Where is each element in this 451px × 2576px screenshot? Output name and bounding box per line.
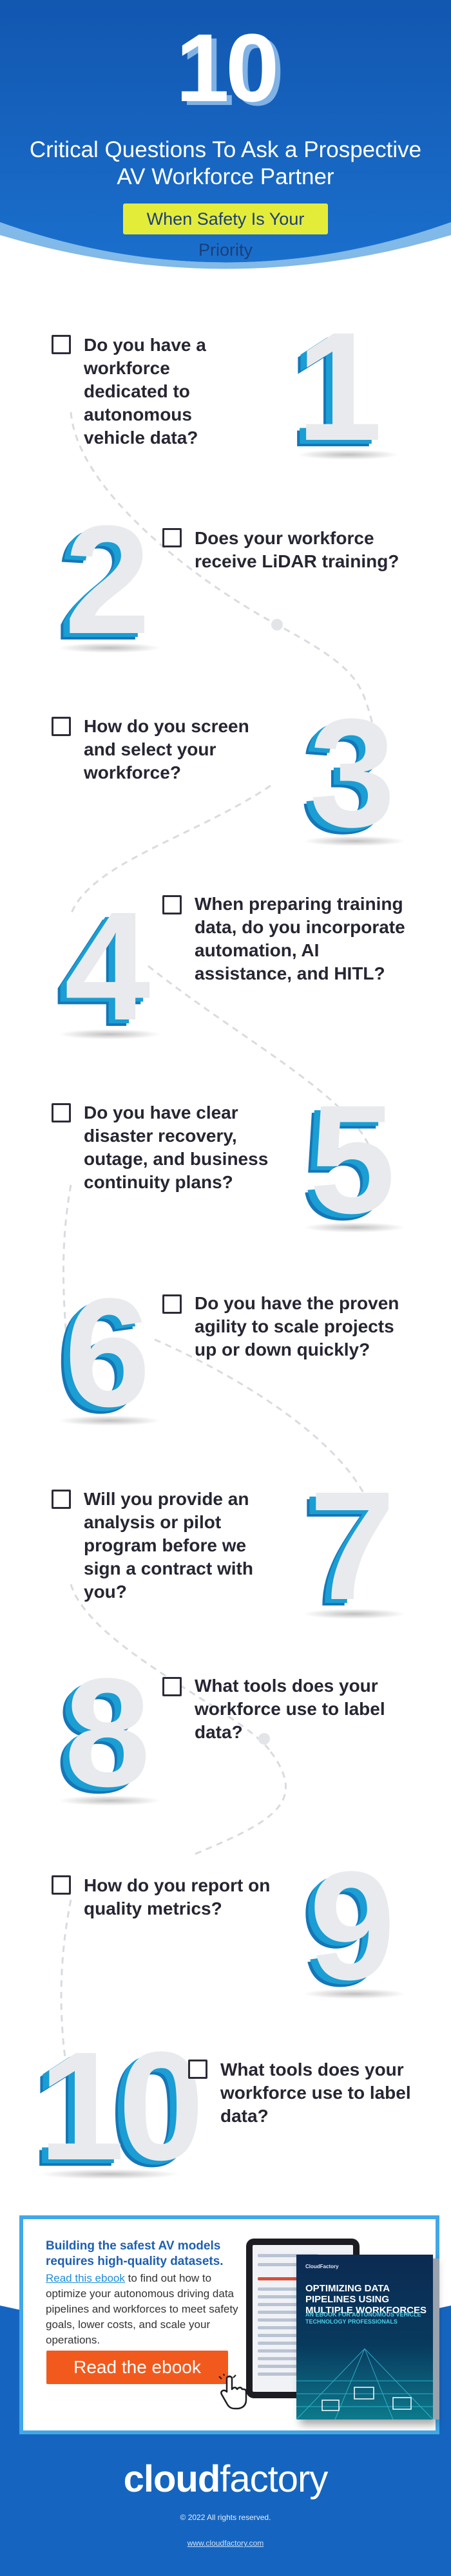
question-number: 5 (309, 1073, 396, 1245)
number-shadow (58, 1029, 161, 1039)
header-background (0, 0, 451, 269)
ebook-cover-title: OPTIMIZING DATA PIPELINES USING MULTIPLE… (305, 2283, 427, 2316)
logo-text-bold: cloud (123, 2458, 221, 2500)
question-8: 8 What tools does your workforce use to … (0, 1655, 451, 1816)
question-checkbox[interactable] (52, 1103, 71, 1122)
cloudfactory-logo: cloudfactory (0, 2457, 451, 2502)
number-shadow (58, 1795, 161, 1806)
ebook-description: Read this ebook to find out how to optim… (46, 2271, 252, 2348)
question-text: When preparing training data, do you inc… (195, 894, 405, 983)
question-4: 4 When preparing training data, do you i… (0, 889, 451, 1050)
question-text: Does your workforce receive LiDAR traini… (195, 528, 399, 571)
footer-section: Building the safest AV models requires h… (0, 2215, 451, 2576)
number-shadow (303, 1609, 406, 1619)
header: 10 Critical Questions To Ask a Prospecti… (0, 0, 451, 283)
read-ebook-button[interactable]: Read the ebook (46, 2351, 228, 2384)
road-grid-illustration (296, 2348, 433, 2420)
ebook-cover-subtitle: AN EBOOK FOR AUTONOMOUS VEHICLE TECHNOLO… (305, 2311, 421, 2325)
question-number: 9 (309, 1839, 396, 2012)
question-2: 2 Does your workforce receive LiDAR trai… (0, 502, 451, 663)
ebook-cover: CloudFactory OPTIMIZING DATA PIPELINES U… (296, 2255, 439, 2420)
question-checkbox[interactable] (52, 1490, 71, 1509)
question-number: 1 (296, 300, 383, 473)
question-7: Will you provide an analysis or pilot pr… (0, 1468, 451, 1629)
question-number: 10 (39, 2020, 204, 2192)
ebook-description-text: to find out how to optimize your autonom… (46, 2272, 238, 2346)
question-text: What tools does your workforce use to la… (195, 1676, 385, 1742)
number-shadow (303, 1989, 406, 1999)
question-text: Do you have a workforce dedicated to aut… (84, 335, 206, 448)
question-number: 8 (64, 1646, 151, 1819)
question-text: How do you report on quality metrics? (84, 1875, 271, 1918)
question-number: 7 (309, 1459, 396, 1632)
question-1: Do you have a workforce dedicated to aut… (0, 309, 451, 470)
question-text: Do you have the proven agility to scale … (195, 1293, 399, 1359)
number-shadow (303, 836, 406, 846)
question-text: Will you provide an analysis or pilot pr… (84, 1489, 253, 1602)
question-number: 3 (309, 687, 396, 859)
question-3: How do you screen and select your workfo… (0, 696, 451, 857)
ebook-headline: Building the safest AV models requires h… (46, 2239, 224, 2268)
number-shadow (39, 2169, 180, 2179)
question-checkbox[interactable] (162, 1677, 182, 1696)
question-checkbox[interactable] (162, 895, 182, 914)
website-link[interactable]: www.cloudfactory.com (187, 2539, 264, 2548)
question-number: 4 (64, 880, 151, 1052)
ebook-cover-brand: CloudFactory (305, 2264, 339, 2269)
header-big-number: 10 (175, 14, 280, 122)
question-5: Do you have clear disaster recovery, out… (0, 1082, 451, 1243)
page-title: Critical Questions To Ask a Prospective … (29, 137, 422, 189)
question-text: Do you have clear disaster recovery, out… (84, 1103, 269, 1192)
question-checkbox[interactable] (52, 1875, 71, 1895)
ebook-inline-link[interactable]: Read this ebook (46, 2272, 125, 2284)
number-shadow (303, 1222, 406, 1233)
question-number: 6 (64, 1266, 151, 1439)
number-shadow (58, 643, 161, 653)
question-checkbox[interactable] (162, 528, 182, 547)
ebook-promo-card: Building the safest AV models requires h… (19, 2215, 439, 2434)
question-checkbox[interactable] (162, 1294, 182, 1314)
question-checkbox[interactable] (52, 717, 71, 736)
question-9: How do you report on quality metrics? 9 (0, 1848, 451, 2009)
logo-text-regular: factory (220, 2458, 328, 2500)
question-6: 6 Do you have the proven agility to scal… (0, 1275, 451, 1436)
number-shadow (296, 450, 399, 460)
question-text: What tools does your workforce use to la… (220, 2060, 411, 2126)
question-text: How do you screen and select your workfo… (84, 716, 249, 782)
number-shadow (58, 1416, 161, 1426)
page-subtitle: When Safety Is Your Priority (123, 204, 328, 260)
copyright-text: © 2022 All rights reserved. (180, 2513, 271, 2522)
question-10: 10 What tools does your workforce use to… (0, 2029, 451, 2190)
hand-cursor-icon (218, 2374, 247, 2410)
question-number: 2 (64, 493, 151, 666)
question-checkbox[interactable] (188, 2060, 207, 2079)
question-checkbox[interactable] (52, 335, 71, 354)
